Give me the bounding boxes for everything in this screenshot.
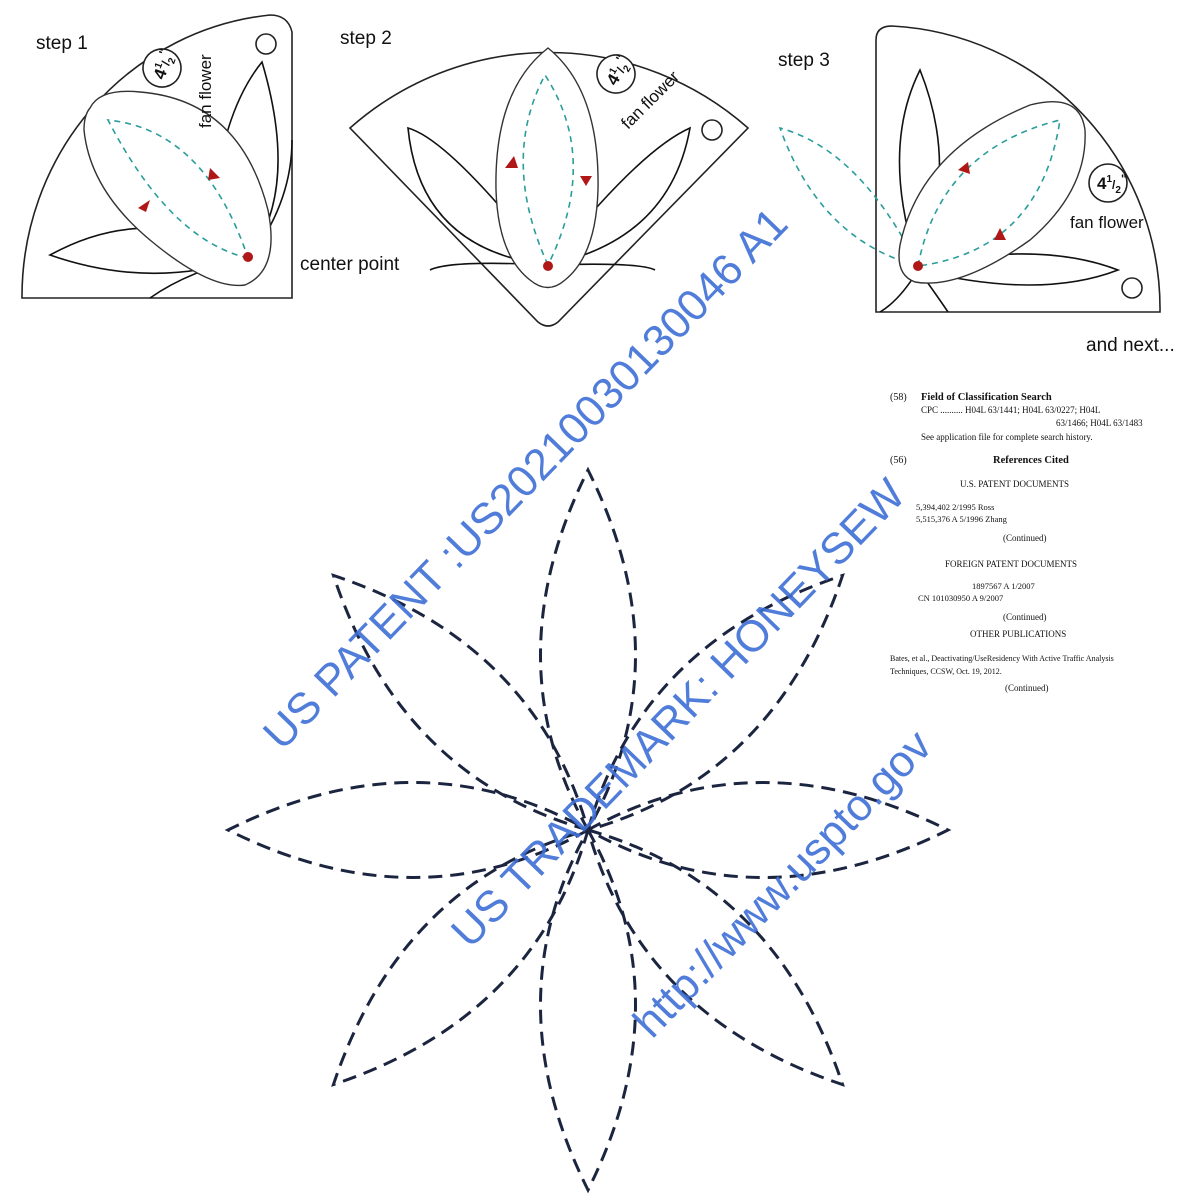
- step3-center-dot: [913, 261, 923, 271]
- doc-us-title: U.S. PATENT DOCUMENTS: [960, 479, 1069, 489]
- flower-petal-8: [331, 573, 590, 832]
- step3-arrow-lower: [994, 228, 1006, 240]
- svg-text:41/2": 41/2": [1097, 172, 1127, 196]
- step2-center-dot: [543, 261, 553, 271]
- step1-center-dot: [243, 252, 253, 262]
- doc-pub-line1: Bates, et al., Deactivating/UseResidency…: [890, 654, 1114, 663]
- doc-other-title: OTHER PUBLICATIONS: [970, 629, 1066, 639]
- step3-size-badge: 41/2": [1088, 163, 1128, 203]
- step3-ruler-name: fan flower: [1070, 213, 1144, 232]
- step3-guide-outside-leaf: [778, 126, 919, 267]
- flower-petal-2: [586, 573, 845, 832]
- step2-guide-leaf: [522, 73, 575, 266]
- doc-cpc-line1: CPC .......... H04L 63/1441; H04L 63/022…: [921, 405, 1100, 415]
- dashed-flower: [224, 466, 952, 1194]
- step1-arrow-left: [138, 200, 150, 212]
- step2-arrow-right: [580, 176, 592, 186]
- doc-cpc-line2: 63/1466; H04L 63/1483: [1056, 418, 1143, 428]
- step3-label: step 3: [778, 50, 830, 71]
- step2-petal-left: [407, 126, 549, 266]
- step1-ruler-hole: [255, 33, 277, 55]
- flower-petal-6: [331, 828, 590, 1087]
- step3-window: [898, 101, 1086, 284]
- doc-pub-line2: Techniques, CCSW, Oct. 19, 2012.: [890, 667, 1002, 676]
- watermark-line2: US TRADEMARK: HONEYSEW: [442, 469, 915, 957]
- step2-ruler-hole: [701, 119, 723, 141]
- flower-petal-3: [587, 781, 952, 879]
- doc-foreign-row2: CN 101030950 A 9/2007: [918, 593, 1003, 603]
- step1-size-badge: 41/2": [142, 47, 182, 88]
- step1-arrow-right: [208, 168, 220, 180]
- doc-field-title: Field of Classification Search: [921, 392, 1052, 403]
- step3-ruler-hole: [1121, 277, 1143, 299]
- flower-petal-5: [539, 829, 637, 1194]
- and-next-label: and next...: [1086, 335, 1175, 356]
- step3-arrow-upper: [958, 162, 970, 174]
- patent-document-snippet: (58) Field of Classification Search CPC …: [890, 392, 1143, 693]
- doc-us-row2: 5,515,376 A 5/1996 Zhang: [916, 514, 1008, 524]
- step2-label: step 2: [340, 28, 392, 49]
- doc-refs-num: (56): [890, 455, 907, 466]
- step2-arrow-left: [505, 156, 518, 168]
- doc-continued2: (Continued): [1003, 612, 1047, 622]
- doc-field-num: (58): [890, 392, 907, 403]
- step2-panel: 41/2" fan flower step 2: [340, 28, 750, 327]
- step1-label: step 1: [36, 33, 88, 54]
- doc-us-row1: 5,394,402 2/1995 Ross: [916, 502, 994, 512]
- step2-window: [495, 47, 599, 289]
- step1-ruler-name: fan flower: [196, 54, 215, 128]
- doc-foreign-row1: 1897567 A 1/2007: [972, 581, 1035, 591]
- watermark: US PATENT :US20210030130046 A1 US TRADEM…: [254, 199, 941, 1047]
- step2-size-badge: 41/2": [596, 52, 636, 94]
- step1-window: [83, 90, 272, 287]
- flower-petal-1: [539, 466, 637, 831]
- doc-foreign-title: FOREIGN PATENT DOCUMENTS: [945, 559, 1077, 569]
- doc-refs-title: References Cited: [993, 455, 1069, 466]
- step1-panel: 41/2" fan flower step 1 center point: [21, 14, 400, 299]
- doc-see-app: See application file for complete search…: [921, 432, 1093, 442]
- center-point-label: center point: [300, 254, 400, 275]
- step2-petal-right: [547, 126, 692, 266]
- flower-petal-4: [586, 828, 845, 1087]
- step1-guide-leaf: [106, 119, 249, 259]
- doc-continued1: (Continued): [1003, 533, 1047, 543]
- step3-guide-leaf: [917, 118, 1061, 267]
- watermark-line3: http://www.uspto.gov: [624, 721, 941, 1047]
- doc-continued3: (Continued): [1005, 683, 1049, 693]
- flower-petal-7: [224, 781, 589, 879]
- step3-panel: 41/2" fan flower step 3 and next...: [778, 25, 1175, 356]
